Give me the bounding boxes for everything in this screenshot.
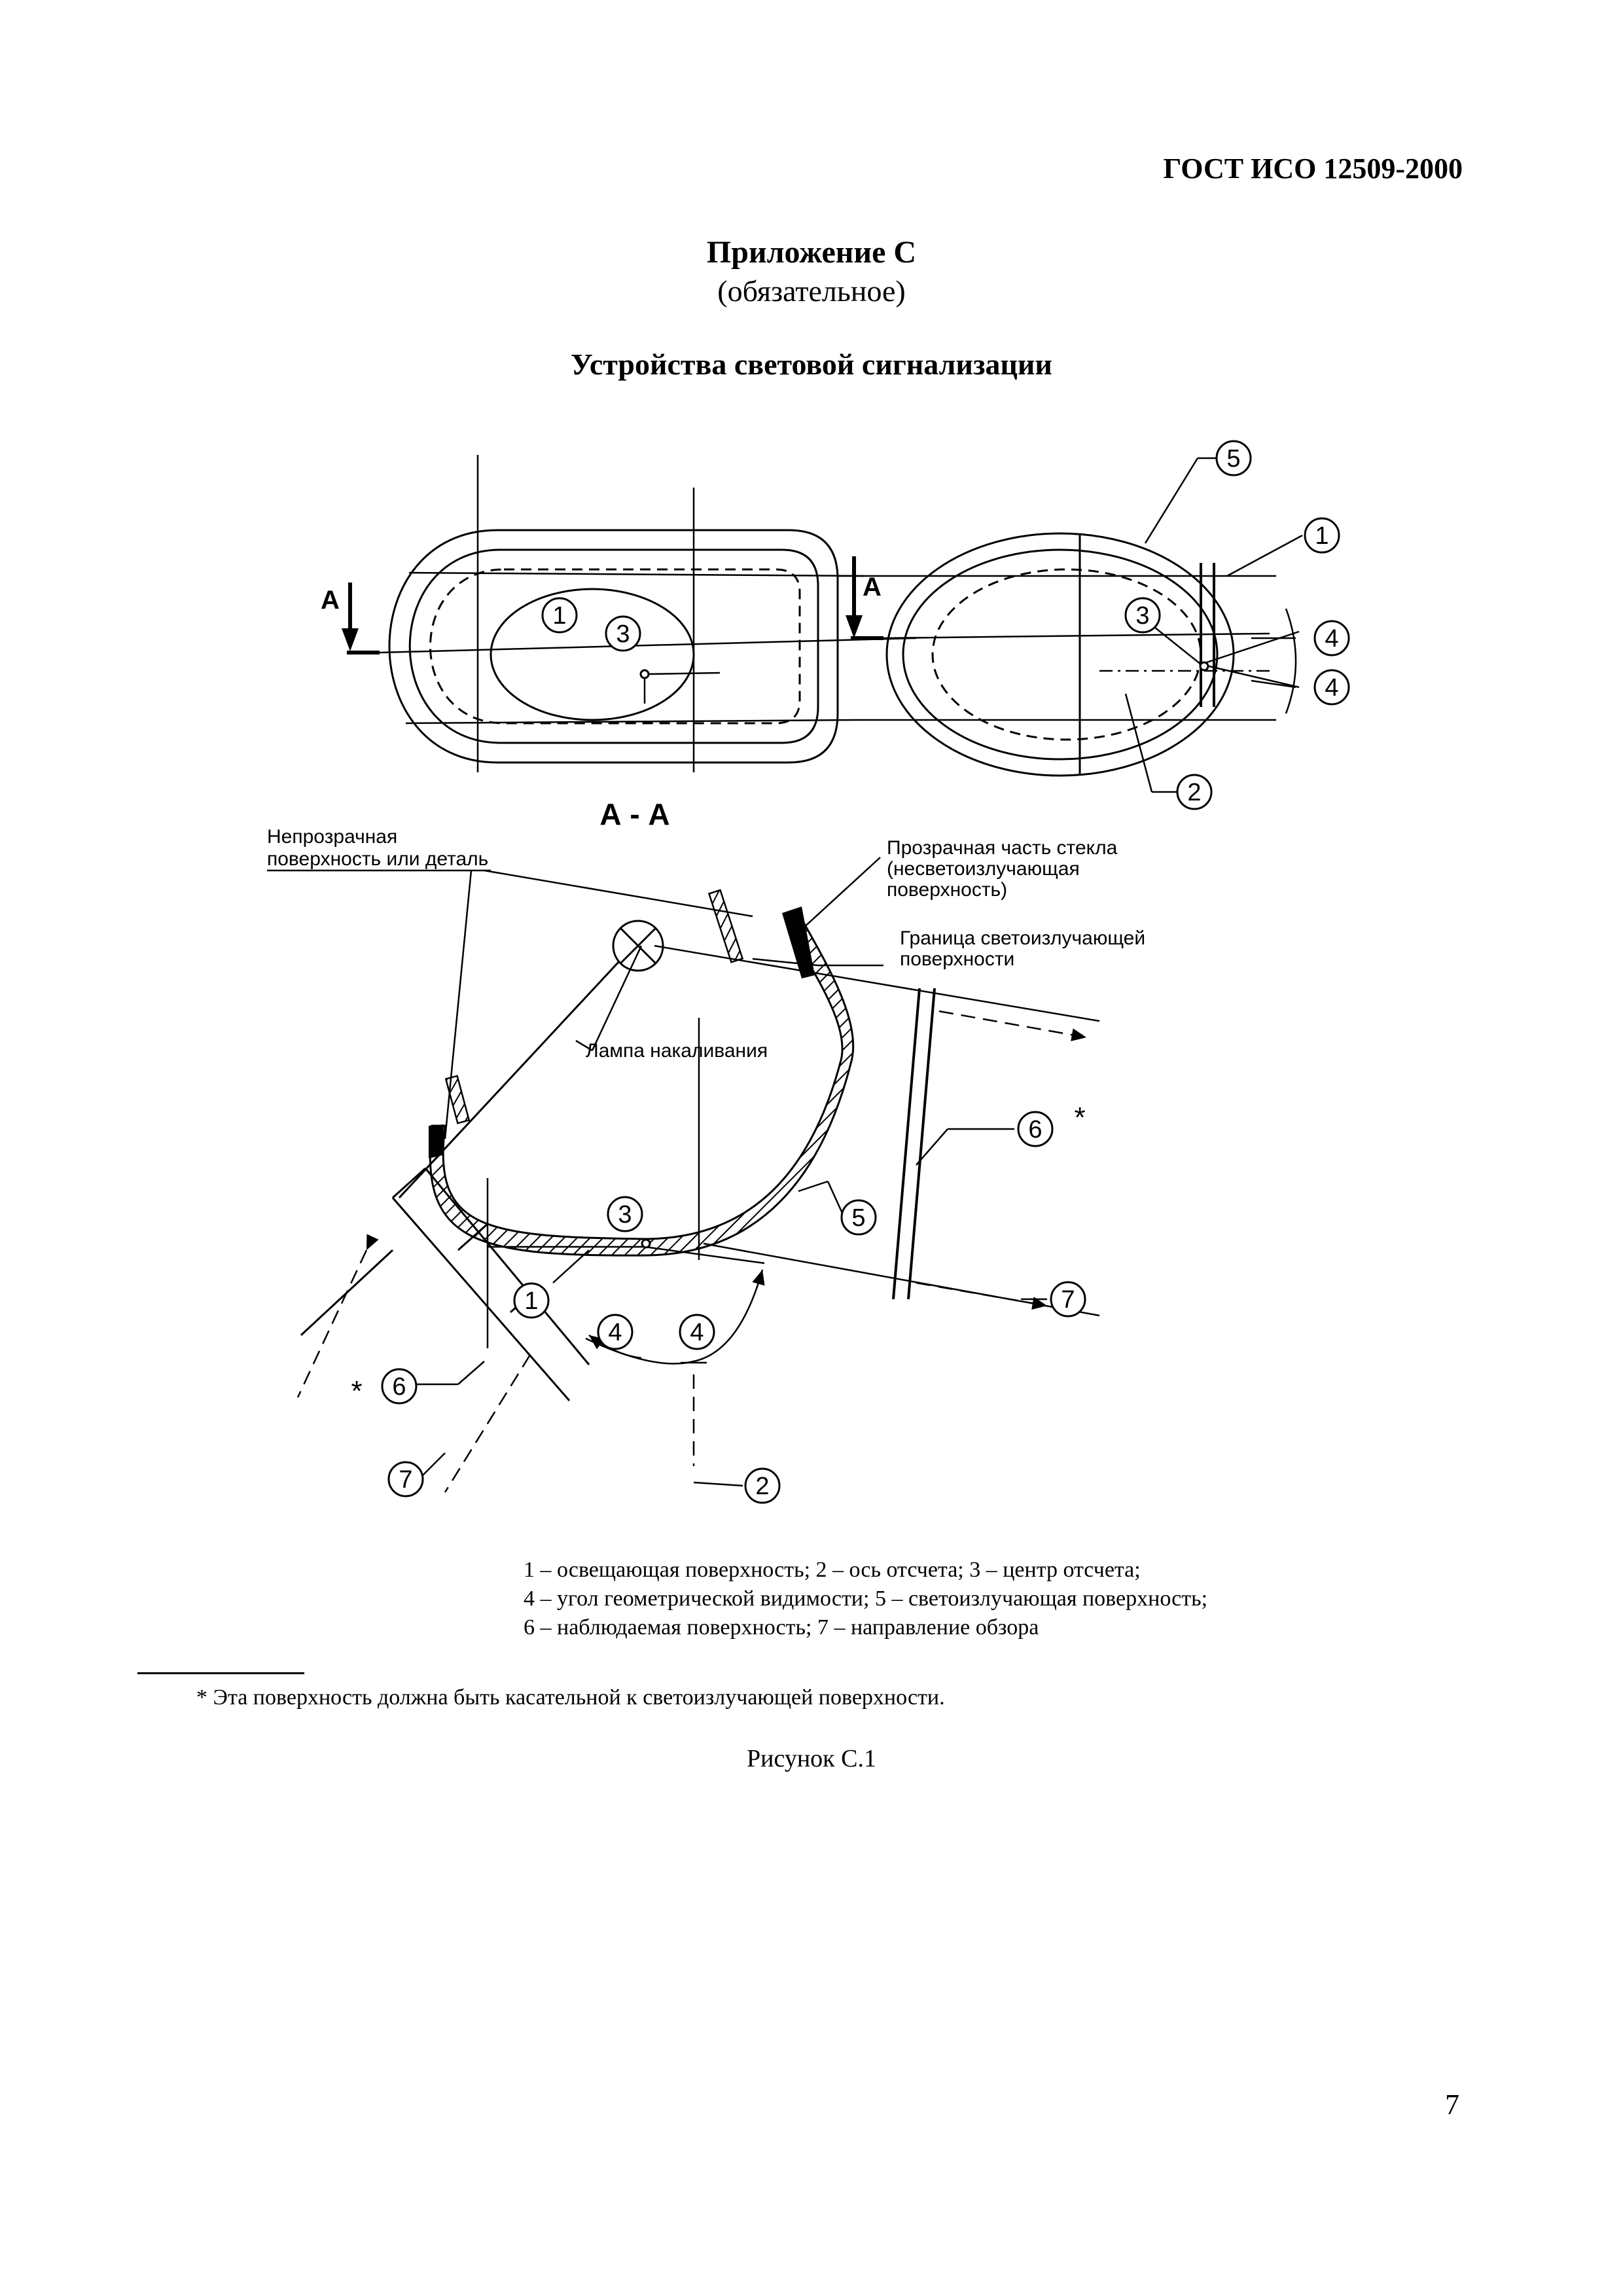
- figure-caption: Рисунок С.1: [747, 1745, 876, 1772]
- annotations: Непрозрачная поверхность или деталь Проз…: [267, 826, 1145, 1062]
- svg-text:7: 7: [1061, 1286, 1075, 1314]
- annotation-transparent-3: поверхность): [887, 879, 1007, 901]
- legend-line-3: 6 – наблюдаемая поверхность; 7 – направл…: [524, 1615, 1039, 1640]
- callout-1-section: 1: [513, 1282, 550, 1319]
- callout-3-right: 3: [1124, 597, 1161, 634]
- svg-text:6: 6: [1028, 1116, 1042, 1143]
- callout-5-top: 5: [1215, 440, 1252, 476]
- section-title: Устройства световой сигнализации: [571, 348, 1052, 381]
- svg-text:1: 1: [552, 602, 566, 630]
- svg-text:3: 3: [618, 1201, 632, 1229]
- callout-7-right: 7: [1050, 1281, 1086, 1318]
- callout-1-left: 1: [541, 597, 578, 634]
- svg-text:1: 1: [524, 1287, 538, 1315]
- svg-text:4: 4: [1325, 674, 1338, 702]
- section-callouts: 6 * 5 3 1 7 4 4 * 6 7 2: [351, 1102, 1086, 1504]
- section-mark-a-right: А: [863, 573, 882, 601]
- callout-2-section: 2: [744, 1467, 781, 1504]
- annotation-boundary-2: поверхности: [900, 948, 1014, 970]
- svg-text:2: 2: [755, 1473, 769, 1500]
- callout-5-section: 5: [840, 1199, 877, 1236]
- callout-4-section-b: 4: [679, 1314, 715, 1350]
- svg-text:5: 5: [851, 1204, 865, 1232]
- svg-text:7: 7: [399, 1466, 412, 1494]
- appendix-subtitle: (обязательное): [717, 274, 906, 308]
- callout-1-top: 1: [1304, 517, 1340, 554]
- top-view-right-lamp: [838, 532, 1300, 777]
- svg-text:1: 1: [1315, 522, 1329, 550]
- top-view-left-lines: [356, 455, 917, 772]
- star-right: *: [1074, 1102, 1085, 1134]
- appendix-title: Приложение С: [706, 235, 917, 270]
- svg-text:2: 2: [1187, 779, 1201, 806]
- lens-section: [429, 912, 855, 1257]
- annotation-transparent-2: (несветоизлучающая: [887, 858, 1080, 880]
- callout-6-right: 6: [1017, 1111, 1054, 1147]
- annotation-opaque-2: поверхность или деталь: [267, 848, 488, 870]
- star-left: *: [351, 1375, 362, 1407]
- svg-text:4: 4: [608, 1319, 622, 1346]
- document-code: ГОСТ ИСО 12509-2000: [1163, 152, 1463, 185]
- annotation-opaque-1: Непрозрачная: [267, 826, 397, 848]
- callout-3-section: 3: [607, 1196, 643, 1232]
- footnote: * Эта поверхность должна быть касательно…: [196, 1685, 945, 1710]
- callout-4-section-a: 4: [597, 1314, 633, 1350]
- section-mark-a-left: А: [321, 586, 340, 615]
- callout-4-top-a: 4: [1313, 620, 1350, 656]
- svg-text:4: 4: [690, 1319, 704, 1346]
- top-view-left-lamp: [388, 529, 839, 764]
- callout-3-left: 3: [605, 615, 641, 652]
- footnote-divider: [137, 1672, 304, 1674]
- callout-6-left: 6: [381, 1368, 418, 1405]
- legend-line-1: 1 – освещающая поверхность; 2 – ось отсч…: [524, 1558, 1141, 1582]
- callout-2-top: 2: [1176, 774, 1213, 810]
- svg-text:6: 6: [392, 1373, 406, 1401]
- callout-7-left: 7: [387, 1461, 424, 1498]
- page-number: 7: [1445, 2089, 1459, 2121]
- section-mark-right: А: [846, 556, 883, 640]
- section-label: А - А: [599, 797, 669, 831]
- svg-text:5: 5: [1226, 445, 1240, 473]
- legend-line-2: 4 – угол геометрической видимости; 5 – с…: [524, 1587, 1208, 1611]
- annotation-boundary-1: Граница светоизлучающей: [900, 927, 1145, 949]
- svg-text:3: 3: [616, 620, 630, 648]
- section-mark-left: А: [321, 583, 380, 655]
- callout-4-top-b: 4: [1313, 669, 1350, 706]
- svg-text:3: 3: [1135, 602, 1149, 630]
- annotation-transparent-1: Прозрачная часть стекла: [887, 837, 1118, 859]
- top-callouts: 5 1 1 3 3 4 4 2: [541, 440, 1350, 810]
- annotation-lamp: Лампа накаливания: [586, 1040, 768, 1062]
- svg-text:4: 4: [1325, 625, 1338, 653]
